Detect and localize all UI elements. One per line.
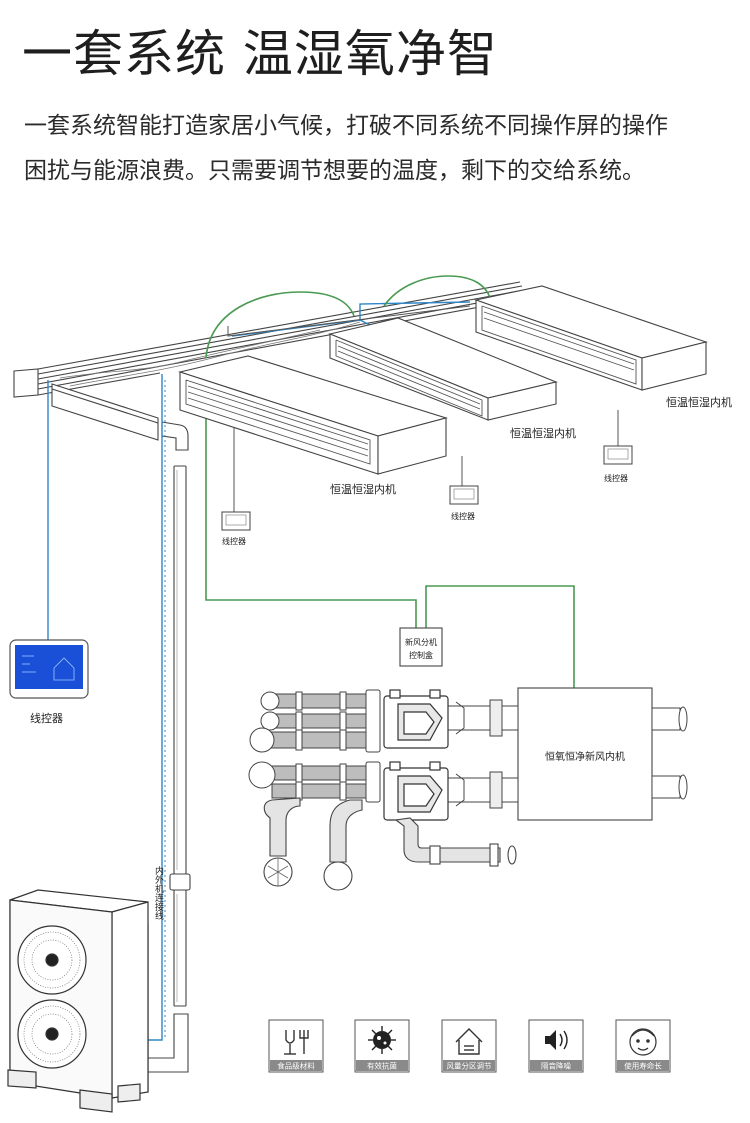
indoor-unit-3: [473, 285, 708, 391]
fresh-air-control-box: 新风分机 控制盒: [399, 627, 443, 667]
fresh-air-unit: 恒氧恒净新风内机: [517, 687, 688, 821]
unit-2-label: 恒温恒湿内机: [510, 426, 576, 440]
indoor-unit-1: [177, 355, 448, 475]
branch-pipes: [248, 689, 381, 803]
feature-label-1: 食品级材料: [277, 1061, 315, 1071]
fresh-air-ducts: [447, 699, 519, 809]
connect-line-label: 内外机连接线: [153, 865, 164, 920]
page-title: 一套系统 温湿氧净智: [22, 25, 498, 83]
intro-line-1: 一套系统智能打造家居小气候，打破不同系统不同操作屏的操作: [24, 113, 668, 139]
food-grade-icon: [284, 1030, 309, 1055]
fan-bottom: [17, 999, 87, 1069]
intro-text: 一套系统智能打造家居小气候，打破不同系统不同操作屏的操作 困扰与能源浪费。只需要…: [24, 104, 750, 194]
svg-text:内外机连接线: 内外机连接线: [153, 865, 164, 920]
controller-2-label: 线控器: [451, 511, 475, 521]
long-life-icon: [629, 1028, 657, 1056]
zone-airflow-icon: [455, 1028, 483, 1055]
feature-row: 食品级材料 有效抗菌: [268, 1019, 671, 1073]
controller-wires: [227, 305, 619, 512]
fresh-unit-label: 恒氧恒净新风内机: [545, 750, 625, 763]
fresh-box-label-1: 新风分机: [405, 637, 437, 647]
controller-1-label: 线控器: [222, 536, 246, 546]
unit-1-label: 恒温恒湿内机: [330, 482, 396, 496]
feature-long-life: 使用寿命长: [615, 1019, 671, 1073]
main-controller: 线控器: [9, 639, 89, 725]
elbow-outlets: [263, 797, 517, 891]
outdoor-unit: [7, 889, 149, 1113]
feature-noise-reduction: 隔音降噪: [528, 1019, 584, 1073]
feature-zone-airflow: 风量分区调节: [441, 1019, 497, 1073]
noise-reduction-icon: [545, 1030, 568, 1050]
feature-antibacterial: 有效抗菌: [354, 1019, 410, 1073]
unit-3-label: 恒温恒湿内机: [666, 395, 732, 409]
main-controller-label: 线控器: [30, 711, 63, 725]
control-lines: [205, 275, 575, 688]
fan-top: [17, 925, 87, 995]
controller-2: 线控器: [449, 485, 479, 521]
feature-label-2: 有效抗菌: [367, 1061, 397, 1071]
intro-line-2: 困扰与能源浪费。只需要调节想要的温度，剩下的交给系统。: [24, 158, 645, 184]
controller-3: 线控器: [603, 445, 633, 483]
controller-3-label: 线控器: [604, 473, 628, 483]
controller-1: 线控器: [221, 511, 251, 546]
feature-label-3: 风量分区调节: [447, 1062, 492, 1071]
feature-label-4: 隔音降噪: [541, 1061, 571, 1071]
feature-food-grade: 食品级材料: [268, 1019, 324, 1073]
plenum-box-top: [383, 689, 449, 749]
wire-duct: [51, 383, 191, 1073]
indoor-unit-2: [328, 317, 558, 421]
fresh-box-label-2: 控制盒: [409, 650, 433, 660]
plenum-box-bottom: [383, 761, 449, 821]
feature-label-5: 使用寿命长: [624, 1061, 662, 1071]
antibacterial-icon: [368, 1026, 396, 1054]
